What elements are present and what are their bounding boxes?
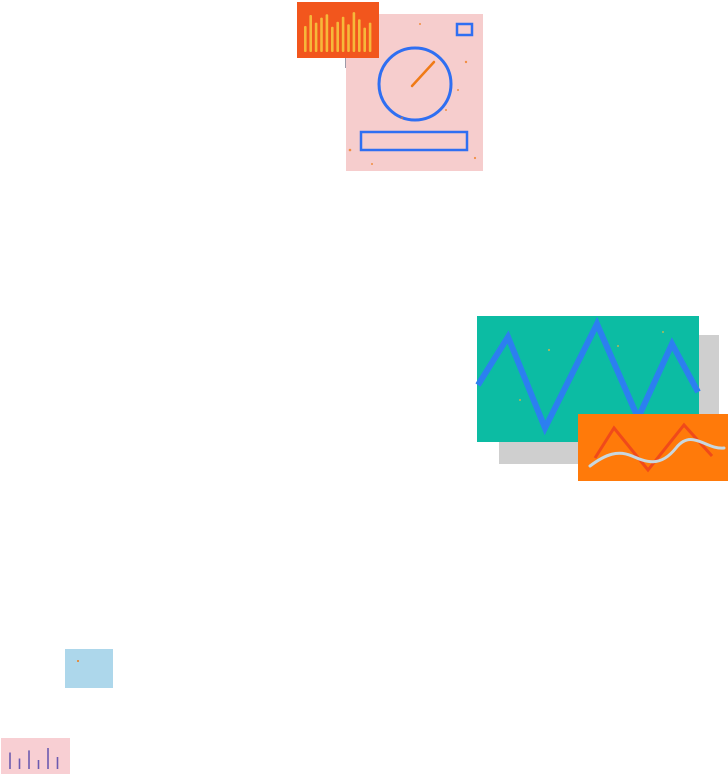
bar-badge-bar xyxy=(331,26,334,52)
small-window-icon xyxy=(455,22,474,37)
bar-badge-bar xyxy=(347,24,350,52)
wave-panel-speckles xyxy=(519,331,664,401)
bar-badge-bar xyxy=(363,27,366,52)
bar-badge-bar xyxy=(368,22,372,52)
bar-badge-bar xyxy=(358,19,361,52)
bar-badge-bar xyxy=(304,26,307,52)
dual-wave-icon xyxy=(593,422,714,473)
orange-overlay xyxy=(578,414,728,481)
gauge-needle xyxy=(410,60,436,88)
bar-badge-bar xyxy=(336,21,339,52)
blank-tile-icon xyxy=(65,649,113,688)
zigzag-line-icon xyxy=(475,316,701,436)
mini-bar-tile xyxy=(1,738,70,774)
gauge-dial-icon xyxy=(377,46,453,122)
dashboard-bottom-slot xyxy=(359,130,469,152)
bar-badge-bar xyxy=(320,17,323,53)
bar-badge xyxy=(297,2,379,58)
blank-tile-speckle xyxy=(77,660,79,662)
mini-bar-chart-icon xyxy=(9,748,59,769)
bar-badge-bar xyxy=(341,16,345,52)
bar-chart-icon xyxy=(304,12,372,53)
bar-badge-bar xyxy=(352,12,356,53)
mini-bar-tile-body xyxy=(1,738,70,774)
bar-badge-bar xyxy=(325,14,329,52)
bar-badge-bar xyxy=(314,22,318,52)
light-wave-line xyxy=(588,438,726,468)
bar-badge-bar xyxy=(309,15,312,52)
